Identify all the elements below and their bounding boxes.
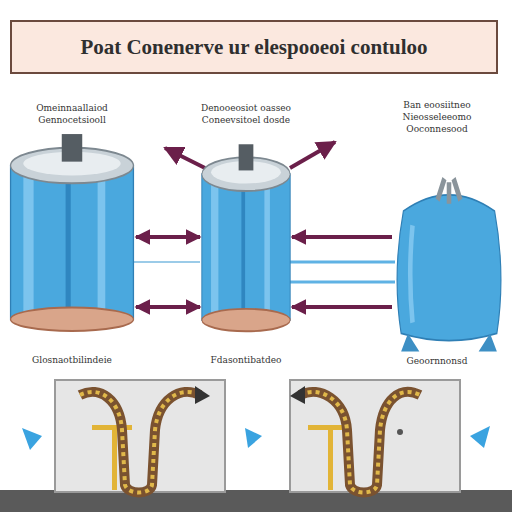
tank-label: Denooeosiot oasseo Coneevsitoel dosde bbox=[180, 102, 312, 126]
tank-base bbox=[202, 309, 290, 331]
panel bbox=[290, 380, 460, 492]
flow-head bbox=[195, 386, 210, 404]
tank-label: Glosnaotbilindeie bbox=[2, 354, 142, 366]
tank-base bbox=[11, 307, 134, 331]
u-pipe bbox=[300, 392, 420, 493]
u-pipe-stripe bbox=[300, 392, 420, 493]
flow-arrow bbox=[136, 235, 200, 239]
panel bbox=[55, 380, 225, 492]
bag-highlight bbox=[410, 225, 412, 322]
tank-outline bbox=[392, 175, 506, 355]
u-pipe-stripe bbox=[80, 392, 200, 493]
tank-highlight bbox=[23, 166, 33, 320]
tank-body bbox=[202, 174, 290, 320]
tank-node: Ban eoosiitneo Nieosseleeomo Ooconnesood… bbox=[392, 175, 506, 355]
tank-highlight bbox=[98, 166, 106, 320]
vent-arrow bbox=[290, 142, 335, 168]
tank-label: Fdasontibatdeo bbox=[180, 354, 312, 366]
blue-arrowhead bbox=[470, 426, 490, 448]
support-post bbox=[328, 425, 333, 490]
bag-body bbox=[397, 195, 501, 341]
flow-arrow bbox=[136, 305, 200, 309]
tank-outline bbox=[200, 148, 292, 335]
base-bar bbox=[0, 490, 512, 512]
tank-node: Denooeosiot oasseo Coneevsitoel dosdeFda… bbox=[200, 148, 292, 335]
valve bbox=[438, 179, 461, 204]
title-box: Poat Conenerve ur elespooeoi contuloo bbox=[10, 20, 498, 74]
flow-arrow bbox=[292, 235, 392, 239]
tank-label: Omeinnaallaiod Gennocetsiooll bbox=[2, 102, 142, 126]
tank-label: Geoornnonsd bbox=[382, 355, 492, 367]
gauge-dot bbox=[397, 429, 403, 435]
bag-feet bbox=[401, 333, 497, 351]
tank-label: Ban eoosiitneo Nieosseleeomo Ooconnesood bbox=[372, 99, 502, 135]
tank-seam bbox=[66, 166, 71, 320]
vent-arrow bbox=[165, 148, 205, 168]
tank-highlight bbox=[211, 174, 218, 320]
tank-outline bbox=[8, 138, 136, 335]
pipe bbox=[290, 261, 395, 264]
tank-seam bbox=[241, 174, 245, 320]
flow-arrow bbox=[292, 305, 392, 309]
tank-node: Omeinnaallaiod GennocetsioollGlosnaotbil… bbox=[8, 138, 136, 335]
flow-head bbox=[290, 386, 305, 404]
pipe bbox=[290, 281, 395, 284]
u-pipe bbox=[80, 392, 200, 493]
blue-arrowhead bbox=[22, 428, 42, 450]
tank-highlight bbox=[264, 174, 270, 320]
tank-cap bbox=[239, 144, 254, 170]
support-post bbox=[112, 425, 117, 490]
title-text: Poat Conenerve ur elespooeoi contuloo bbox=[80, 35, 427, 60]
blue-arrowhead bbox=[245, 428, 262, 448]
tank-body bbox=[11, 166, 134, 320]
tank-cap bbox=[62, 134, 82, 162]
